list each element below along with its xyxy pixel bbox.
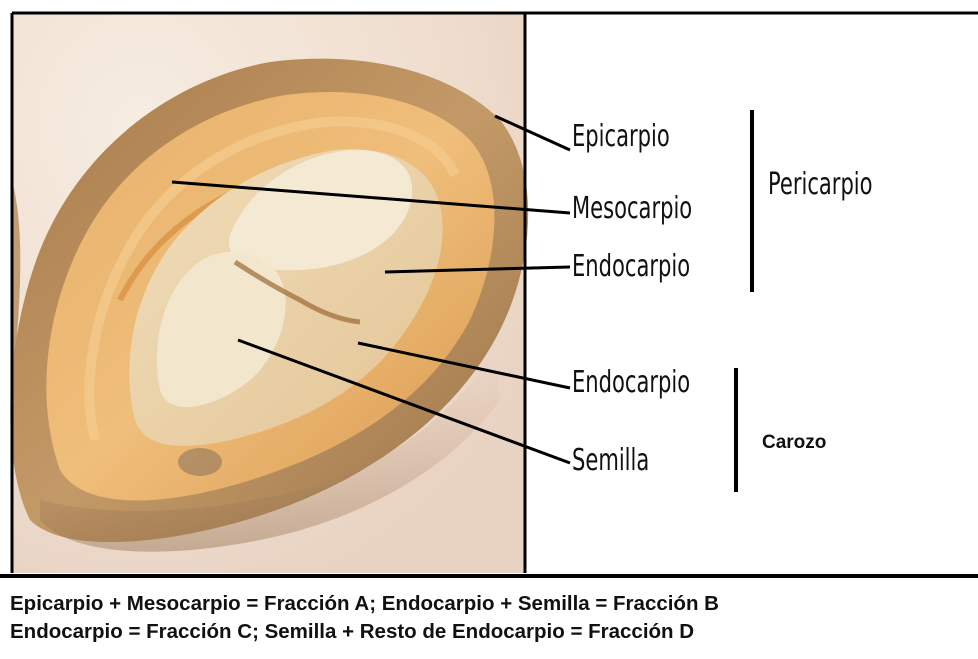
label-endocarpio-top: Endocarpio	[572, 252, 690, 282]
label-pericarpio: Pericarpio	[768, 170, 873, 200]
caption-line-1: Epicarpio + Mesocarpio = Fracción A; End…	[10, 592, 719, 616]
label-epicarpio: Epicarpio	[572, 122, 670, 152]
fruit-diagram	[0, 0, 978, 578]
label-endocarpio-bottom: Endocarpio	[572, 368, 690, 398]
label-mesocarpio: Mesocarpio	[572, 194, 692, 224]
caption-line-2: Endocarpio = Fracción C; Semilla + Resto…	[10, 620, 694, 644]
label-semilla: Semilla	[572, 446, 649, 476]
caption-box: Epicarpio + Mesocarpio = Fracción A; End…	[0, 578, 978, 659]
label-carozo: Carozo	[762, 432, 826, 454]
